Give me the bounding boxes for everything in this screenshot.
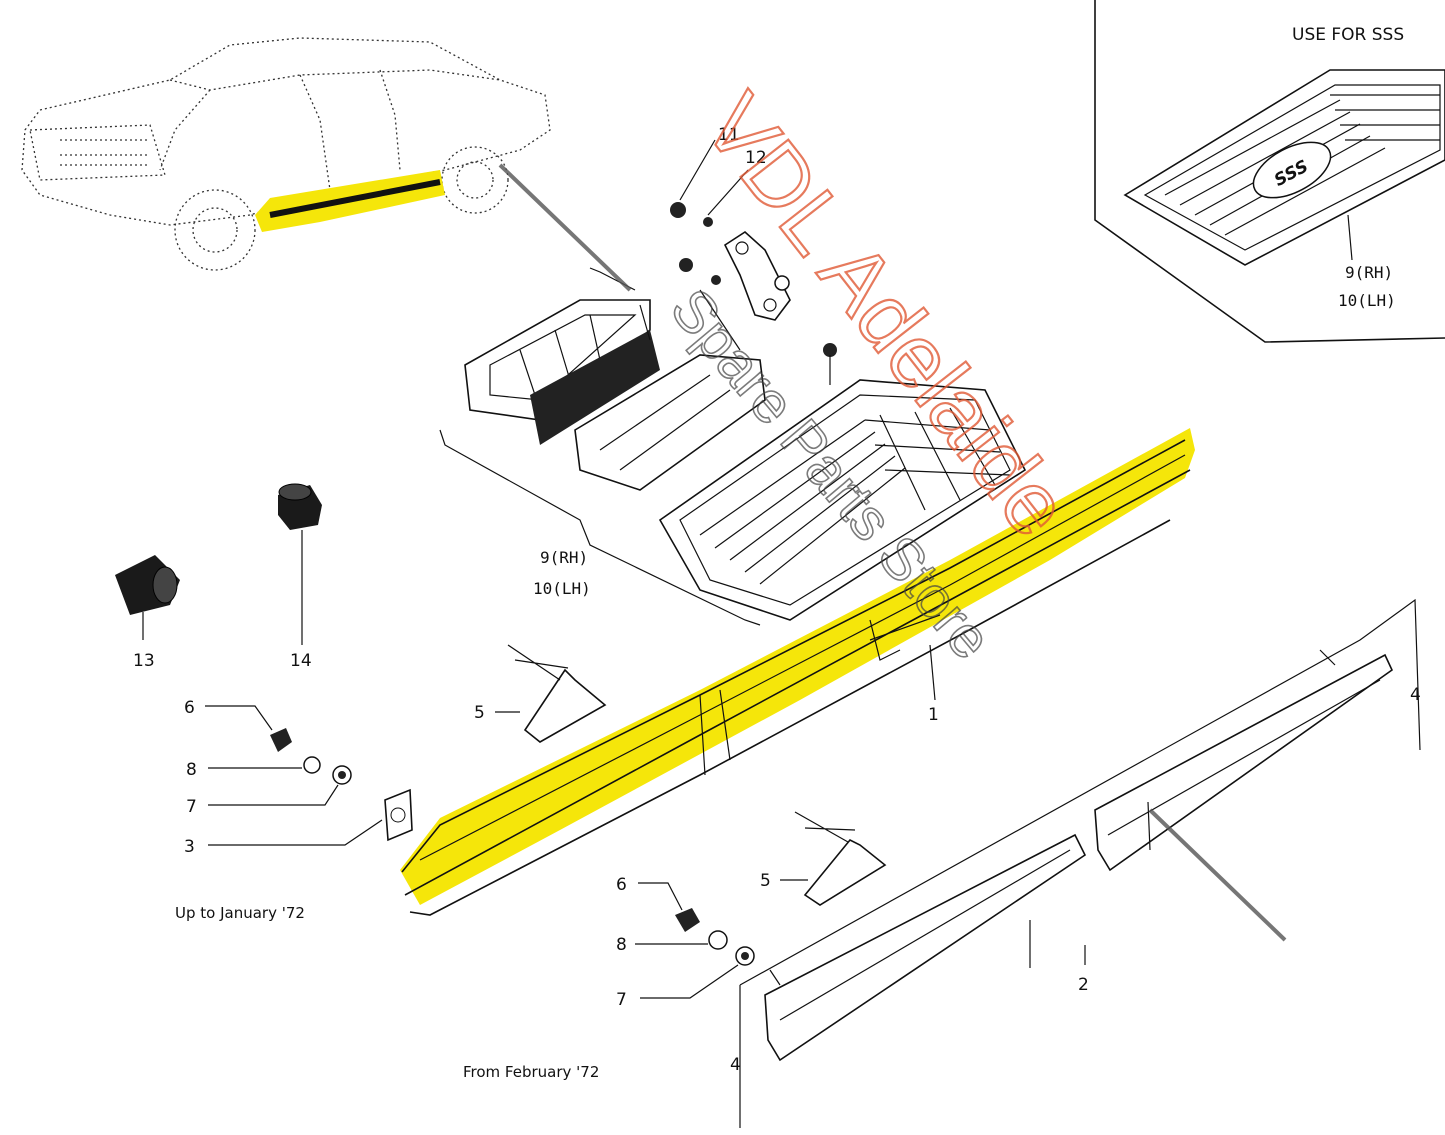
callout-13: 13	[133, 651, 155, 671]
late-sill-moulding	[739, 598, 1421, 1128]
callout-2: 2	[1078, 975, 1089, 995]
vent-bracket-line	[439, 429, 761, 626]
callout-4a: 4	[1410, 685, 1421, 705]
callout-4b: 4	[730, 1055, 741, 1075]
nut-11	[670, 202, 686, 218]
buffer-14	[278, 483, 322, 645]
callout-8a: 8	[186, 760, 197, 780]
vent-part-rh: 9(RH)	[540, 548, 588, 567]
clip-5-late	[780, 811, 887, 906]
clip-5-early	[495, 644, 607, 743]
inset-title: USE FOR SSS	[1292, 25, 1404, 45]
early-fasteners	[205, 705, 413, 846]
note-early: Up to January '72	[175, 904, 305, 922]
callout-11: 11	[718, 125, 740, 145]
inset-part-lh: 10(LH)	[1338, 291, 1396, 310]
callout-6b: 6	[616, 875, 627, 895]
callout-7b: 7	[616, 990, 627, 1010]
callout-1: 1	[928, 705, 939, 725]
callout-7a: 7	[186, 797, 197, 817]
sss-vent-panel: SSS	[1123, 69, 1445, 266]
note-late: From February '72	[463, 1063, 599, 1081]
callout-5b: 5	[760, 871, 771, 891]
sss-inset: USE FOR SSS SSS 9(RH) 10(LH)	[1094, 0, 1445, 343]
callout-12: 12	[745, 148, 767, 168]
bracket-fasteners: 11 12	[589, 125, 837, 385]
callout-6a: 6	[184, 698, 195, 718]
vent-part-lh: 10(LH)	[533, 579, 591, 598]
buffer-13	[115, 555, 180, 640]
inset-part-rh: 9(RH)	[1345, 263, 1393, 282]
car-sill-highlight	[255, 170, 445, 232]
washer-12	[703, 217, 713, 227]
callout-14: 14	[290, 651, 312, 671]
sill-moulding	[401, 439, 1191, 916]
watermark: VDL Adelaide Spare Parts Store	[498, 75, 1287, 942]
late-fasteners	[635, 882, 755, 999]
sill-moulding-highlight	[400, 428, 1195, 905]
callout-8b: 8	[616, 935, 627, 955]
callout-5a: 5	[474, 703, 485, 723]
callout-3: 3	[184, 837, 195, 857]
car-illustration	[21, 37, 551, 271]
vent-assembly	[464, 299, 1027, 621]
